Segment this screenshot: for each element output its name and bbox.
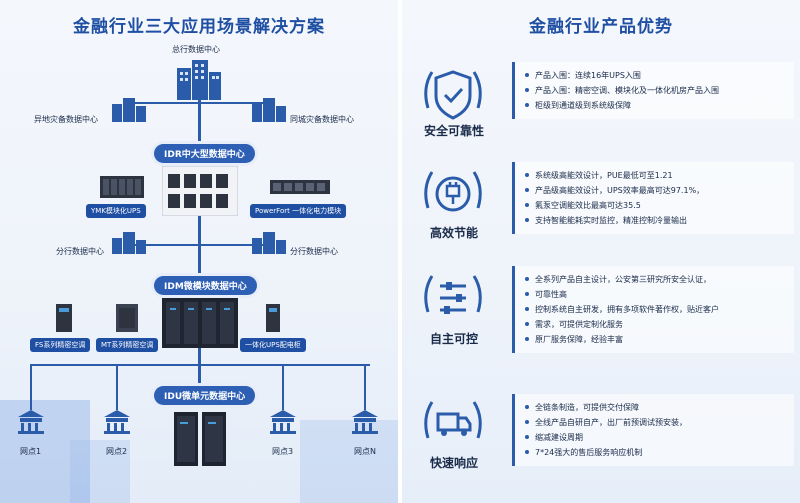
bank-icon-outletN [352, 410, 378, 434]
branch-left-building-icon [112, 232, 146, 254]
delivery-truck-icon [424, 401, 482, 439]
powerfort-device [270, 180, 330, 194]
feature-item: 产品级高能效设计，UPS效率最高可达97.1%， [525, 183, 786, 198]
fs-tag: FS系列精密空调 [30, 338, 91, 352]
control-sliders-icon [424, 275, 482, 314]
branch-left-label: 分行数据中心 [56, 247, 104, 256]
feature-card-efficiency: 系统级高能效设计，PUE最低可至1.21 产品级高能效设计，UPS效率最高可达9… [512, 162, 794, 234]
idu-pill: IDU微单元数据中心 [154, 386, 256, 405]
feature-label-response: 快速响应 [429, 456, 478, 470]
feature-item: 氟泵空调能效比最高可达35.5 [525, 198, 786, 213]
feature-label-autonomy: 自主可控 [429, 332, 478, 346]
outlet3-drop [282, 364, 284, 410]
feature-card-security: 产品入围：连续16年UPS入围 产品入围：精密空调、模块化及一体化机房产品入围 … [512, 62, 794, 119]
feature-label-security: 安全可靠性 [423, 124, 484, 138]
branch-right-label: 分行数据中心 [290, 247, 338, 256]
feature-item: 柜级到通道级到系统级保障 [525, 98, 786, 113]
feature-card-response: 全链条制造，可提供交付保障 全线产品自研自产，出厂前预调试预安装， 缩减建设周期… [512, 394, 794, 466]
hq-label: 总行数据中心 [172, 45, 220, 54]
solutions-title: 金融行业三大应用场景解决方案 [73, 17, 325, 37]
ups-pdu-tag: 一体化UPS配电柜 [240, 338, 306, 352]
feature-item: 系统级高能效设计，PUE最低可至1.21 [525, 168, 786, 183]
bank-icon-outlet3 [270, 410, 296, 434]
shield-check-icon [424, 70, 482, 120]
feature-item: 控制系统自主研发，拥有多项软件著作权，贴近客户 [525, 302, 786, 317]
idm-microdatacenter-device [162, 298, 238, 348]
energy-plug-icon [424, 171, 482, 212]
outlet1-label: 网点1 [20, 447, 42, 456]
feature-item: 可靠性高 [525, 287, 786, 302]
outlet1-drop [30, 364, 32, 410]
feature-row-security: 安全可靠性 产品入围：连续16年UPS入围 产品入围：精密空调、模块化及一体化机… [414, 58, 794, 142]
feature-row-response: 快速响应 全链条制造，可提供交付保障 全线产品自研自产，出厂前预调试预安装， 缩… [414, 388, 794, 488]
outlet2-drop [116, 364, 118, 410]
ymk-tag: YMK模块化UPS [86, 204, 146, 218]
branch-connector-line [130, 244, 270, 246]
dr-local-label: 同城灾备数据中心 [290, 115, 354, 124]
feature-item: 全线产品自研自产，出厂前预调试预安装， [525, 415, 786, 430]
dr-remote-building-icon [112, 98, 146, 122]
outlet2-label: 网点2 [106, 447, 128, 456]
ymk-ups-device [100, 176, 144, 198]
feature-item: 产品入围：精密空调、模块化及一体化机房产品入围 [525, 83, 786, 98]
feature-row-efficiency: 高效节能 系统级高能效设计，PUE最低可至1.21 产品级高能效设计，UPS效率… [414, 158, 794, 242]
idr-pill: IDR中大型数据中心 [154, 144, 255, 163]
mt-tag: MT系列精密空调 [96, 338, 159, 352]
background-tower-right [300, 420, 398, 503]
branch-right-building-icon [252, 232, 286, 254]
outletN-drop [364, 364, 366, 410]
outletN-label: 网点N [354, 447, 376, 456]
feature-item: 缩减建设周期 [525, 430, 786, 445]
hq-building-icon [177, 60, 221, 100]
ups-pdu-device [266, 304, 280, 332]
dr-remote-label: 异地灾备数据中心 [34, 115, 98, 124]
mt-aircon-device [116, 304, 138, 332]
advantages-title: 金融行业产品优势 [529, 17, 673, 37]
feature-item: 需求，可提供定制化服务 [525, 317, 786, 332]
feature-item: 产品入围：连续16年UPS入围 [525, 68, 786, 83]
feature-item: 原厂服务保障，经验丰富 [525, 332, 786, 347]
dr-connector-line [130, 102, 270, 104]
powerfort-tag: PowerFort 一体化电力模块 [250, 204, 347, 218]
outlet-connector-line [30, 364, 370, 366]
solutions-panel: 金融行业三大应用场景解决方案 总行数据中心 异地灾备数据中心 同城灾备数据中心 [0, 0, 398, 503]
feature-row-autonomy: 自主可控 全系列产品自主设计，公安第三研究所安全认证， 可靠性高 控制系统自主研… [414, 262, 794, 362]
bank-icon-outlet2 [104, 410, 130, 434]
dr-local-building-icon [252, 98, 286, 122]
bank-icon-outlet1 [18, 410, 44, 434]
feature-card-autonomy: 全系列产品自主设计，公安第三研究所安全认证， 可靠性高 控制系统自主研发，拥有多… [512, 266, 794, 353]
feature-item: 全链条制造，可提供交付保障 [525, 400, 786, 415]
feature-item: 全系列产品自主设计，公安第三研究所安全认证， [525, 272, 786, 287]
fs-aircon-device [56, 304, 72, 332]
feature-item: 支持智能能耗实时监控，精准控制冷量输出 [525, 213, 786, 228]
feature-item: 7*24强大的售后服务响应机制 [525, 445, 786, 460]
background-tower-left [0, 400, 90, 503]
idu-cabinet-device [174, 412, 226, 466]
idr-module-device [162, 166, 238, 216]
feature-label-efficiency: 高效节能 [429, 226, 478, 240]
advantages-panel: 金融行业产品优势 安全可靠性 产品入围：连续16年UPS入围 产品入围：精密空调… [402, 0, 800, 503]
background-tower-left-2 [70, 440, 130, 503]
outlet3-label: 网点3 [272, 447, 294, 456]
idm-pill: IDM微模块数据中心 [154, 276, 257, 295]
